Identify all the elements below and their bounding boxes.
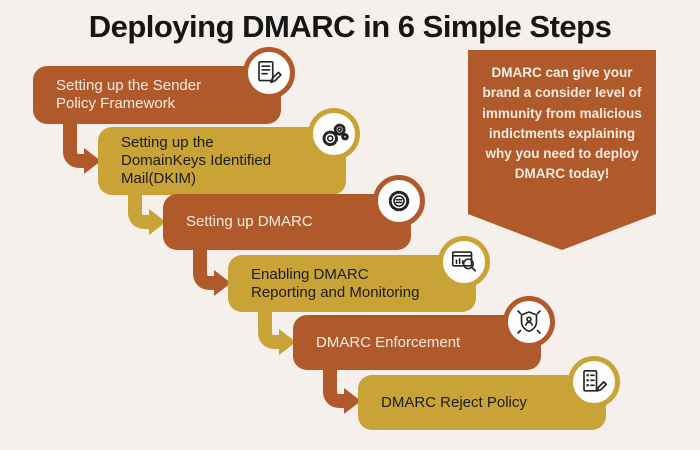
step-label: DMARC Reject Policy (381, 393, 527, 411)
page-title: Deploying DMARC in 6 Simple Steps (88, 9, 612, 44)
step-box-spf: Setting up the Sender Policy Framework (33, 66, 281, 124)
connector-step2-step3 (128, 186, 149, 229)
step-box-reject-policy: DMARC Reject Policy (358, 375, 606, 430)
gear-settings-icon (373, 175, 425, 227)
arrowhead-step3 (149, 209, 166, 235)
step-label: Enabling DMARC Reporting and Monitoring (251, 265, 420, 301)
connector-step1-step2 (63, 112, 84, 168)
connector-step5-step6 (323, 363, 344, 408)
checklist-edit-icon (568, 356, 620, 408)
step-box-dmarc-setup: Setting up DMARC (163, 194, 411, 250)
report-magnifier-icon (438, 236, 490, 288)
step-label: Setting up the Sender Policy Framework (56, 77, 202, 112)
arrowhead-step2 (84, 148, 101, 174)
step-box-reporting: Enabling DMARC Reporting and Monitoring (228, 255, 476, 312)
step-label: Setting up the DomainKeys Identified Mai… (121, 134, 272, 187)
connector-step4-step5 (258, 305, 279, 349)
arrowhead-step5 (279, 329, 296, 355)
banner-text: DMARC can give your brand a consider lev… (482, 65, 642, 182)
dmarc-callout-banner: DMARC can give your brand a consider lev… (468, 50, 656, 250)
gears-icon (308, 108, 360, 160)
step-box-dkim: Setting up the DomainKeys Identified Mai… (98, 127, 346, 195)
arrowhead-step6 (344, 388, 361, 414)
step-label: DMARC Enforcement (316, 333, 461, 351)
document-edit-icon (243, 47, 295, 99)
shield-enforcement-icon (503, 296, 555, 348)
arrowhead-step4 (214, 270, 231, 296)
step-label: Setting up DMARC (186, 213, 313, 231)
step-box-enforcement: DMARC Enforcement (293, 315, 541, 370)
connector-step3-step4 (193, 243, 214, 290)
